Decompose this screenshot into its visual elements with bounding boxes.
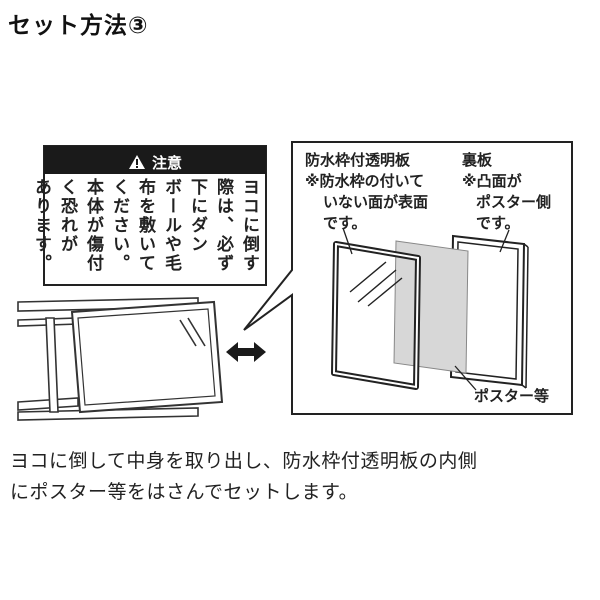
poster-label: ポスター等	[474, 387, 550, 405]
back-board-label: 裏板	[462, 151, 493, 169]
front-panel-note: いない面が表面	[323, 193, 429, 211]
warning-icon	[128, 155, 145, 169]
display-stand	[17, 297, 224, 421]
caution-title: 注意	[151, 153, 182, 172]
caution-line: ボールや毛	[161, 178, 181, 273]
caution-line: 際は、必ず	[213, 178, 233, 273]
page-title: セット方法③	[8, 13, 149, 39]
back-board-note: です。	[476, 214, 520, 232]
leader-lines	[342, 227, 510, 391]
front-panel-note: です。	[323, 214, 367, 232]
caution-header	[44, 146, 266, 174]
front-panel-note: ※防水枠の付いて	[305, 172, 425, 190]
caution-line: 下にダン	[187, 178, 207, 254]
back-board	[449, 234, 529, 389]
back-board-note: ※凸面が	[462, 172, 522, 190]
front-panel-label: 防水枠付透明板	[305, 151, 411, 169]
double-arrow-icon	[226, 342, 266, 362]
front-panel	[331, 241, 421, 390]
caption-line: ヨコに倒して中身を取り出し、防水枠付透明板の内側	[10, 450, 478, 472]
caution-line: く恐れが	[57, 178, 77, 254]
caution-header-text: 注意	[44, 149, 266, 175]
caution-text: ヨコに倒す 際は、必ず 下にダン ボールや毛 布を敷いて ください。 本体が傷付…	[31, 178, 262, 278]
caution-line: 本体が傷付	[83, 178, 103, 273]
caution-line: ヨコに倒す	[239, 178, 259, 273]
caution-line: あります。	[31, 178, 51, 273]
caption-line: にポスター等をはさんでセットします。	[10, 481, 359, 503]
poster-sheet	[393, 240, 469, 374]
caution-line: ください。	[109, 178, 129, 273]
back-board-note: ポスター側	[476, 193, 552, 211]
caution-line: 布を敷いて	[135, 178, 155, 273]
instruction-caption: ヨコに倒して中身を取り出し、防水枠付透明板の内側 にポスター等をはさんでセットし…	[10, 446, 590, 508]
